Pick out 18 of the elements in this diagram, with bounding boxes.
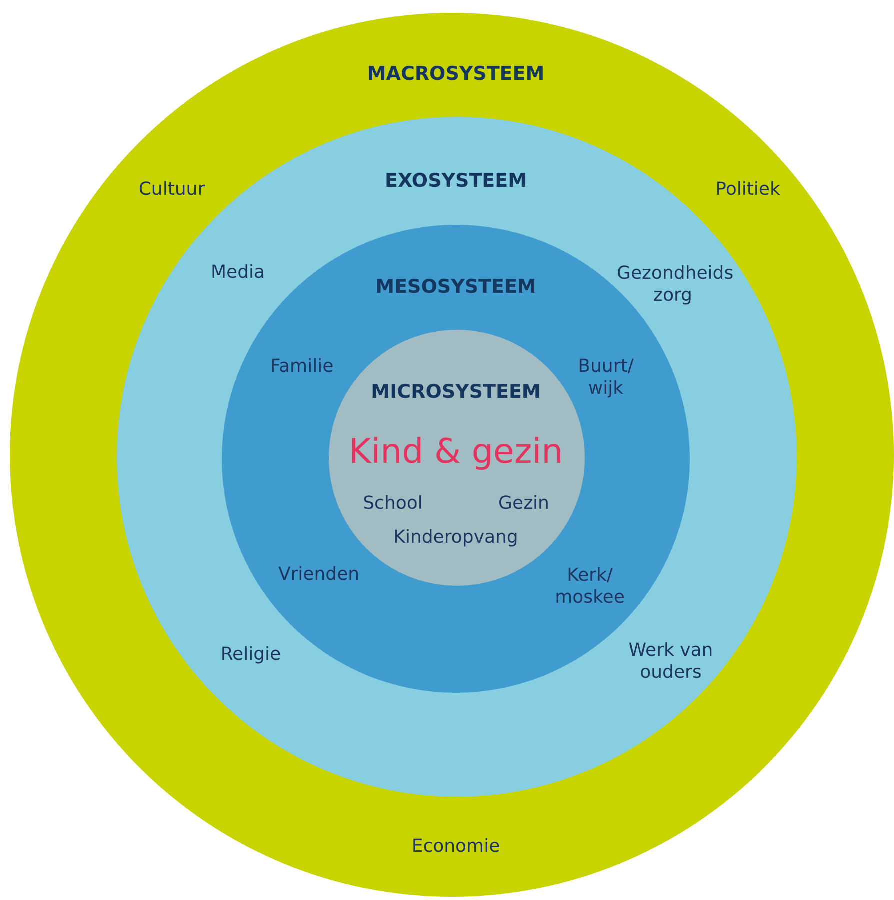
ring-label: Cultuur <box>138 179 206 201</box>
ring-label: Economie <box>412 836 500 858</box>
ring-label: Media <box>210 262 266 284</box>
ring-label: Familie <box>270 356 334 378</box>
ring-label: Vrienden <box>278 564 360 586</box>
ring-title: MICROSYSTEEM <box>371 381 541 403</box>
ring-title: EXOSYSTEEM <box>384 170 528 192</box>
ring-title: MESOSYSTEEM <box>376 276 536 298</box>
center-title: Kind & gezin <box>348 432 564 472</box>
ring-label: School <box>363 493 423 515</box>
ring-label: Kinderopvang <box>394 527 518 549</box>
ring-title: MACROSYSTEEM <box>367 63 545 85</box>
ring-label: Politiek <box>716 179 780 201</box>
ring-label: Religie <box>220 644 282 666</box>
ring-label: Gezin <box>498 493 550 515</box>
ring-label: Werk van ouders <box>628 640 714 684</box>
ring-label: Buurt/ wijk <box>577 356 635 400</box>
ring-label: Kerk/ moskee <box>554 565 626 609</box>
